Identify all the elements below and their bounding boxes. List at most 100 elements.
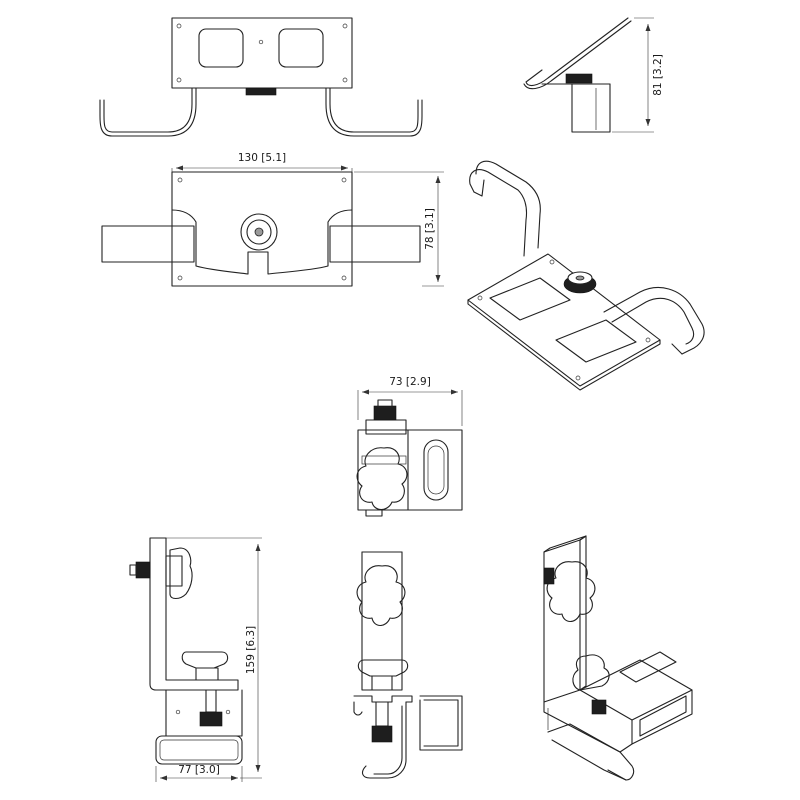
- clamp-knob-neck: [195, 667, 219, 681]
- view-isometric-bottom: [543, 535, 693, 781]
- clamp-pad-inner: [159, 739, 239, 761]
- iso-upright-knurl: [543, 567, 555, 585]
- mount-hole: [341, 177, 347, 183]
- clamp-cap: [365, 419, 407, 435]
- mount-hole: [477, 295, 483, 301]
- front-jaw-left: [353, 701, 363, 716]
- front-screw: [375, 701, 389, 727]
- mount-hole: [176, 77, 182, 83]
- center-hole: [258, 39, 264, 45]
- knob-top-view: [245, 87, 277, 96]
- clamp-screw-knurl: [373, 405, 397, 421]
- hook-profile-inner: [523, 20, 632, 90]
- iso-jaw-bottom: [543, 701, 633, 753]
- hook-right-inner: [325, 87, 423, 137]
- iso-hook-back: [469, 169, 528, 257]
- mount-hole: [176, 23, 182, 29]
- mount-hole: [177, 177, 183, 183]
- iso-plate: [467, 253, 661, 387]
- mount-hole: [549, 259, 555, 265]
- iso-plate-thickness: [467, 299, 661, 391]
- clamp-screw: [205, 689, 217, 713]
- iso-screw-knurl: [591, 699, 607, 715]
- mount-hole: [342, 77, 348, 83]
- clamp-body: [357, 429, 463, 511]
- mount-hole: [341, 275, 347, 281]
- iso-hook-tip: [671, 343, 683, 355]
- knob-screw: [254, 227, 264, 237]
- clamp-slot: [423, 439, 449, 501]
- clamp-foot: [365, 509, 383, 517]
- view-clamp-top: 73 [2.9]: [356, 376, 463, 517]
- iso-hook-front-inner: [611, 297, 695, 345]
- iso-slot: [555, 319, 637, 363]
- iso-slot: [489, 277, 571, 321]
- front-bracket-frame-inner: [423, 699, 459, 747]
- mount-hole: [645, 337, 651, 343]
- bracket-star-knob: [169, 547, 193, 600]
- dim-label-159: 159 [6.3]: [245, 626, 257, 674]
- clamp-screw-head: [377, 399, 393, 408]
- plate-cutout: [171, 209, 353, 275]
- dim-label-73: 73 [2.9]: [389, 376, 431, 388]
- view-isometric-top: [467, 160, 705, 391]
- view-side-top: 81 [3.2]: [523, 17, 664, 133]
- bracket-knurl: [135, 561, 151, 579]
- clamp-knob-stem: [361, 455, 407, 465]
- mount-hole: [177, 275, 183, 281]
- hook-right: [329, 87, 419, 133]
- plate-slot: [278, 28, 324, 68]
- plate-slot: [198, 28, 244, 68]
- front-knob-neck: [371, 675, 393, 691]
- front-star-knob-lower: [357, 659, 409, 677]
- hook-profile: [525, 17, 629, 87]
- view-front-top: [99, 17, 423, 137]
- front-bracket-frame: [419, 695, 463, 751]
- clamp-star-knob: [356, 447, 408, 511]
- knob-side: [565, 73, 593, 84]
- view-front-bottom: [353, 551, 463, 779]
- dim-label-130: 130 [5.1]: [238, 152, 286, 164]
- view-top: 130 [5.1] 78 [3.1]: [101, 152, 444, 287]
- dim-label-78: 78 [3.1]: [424, 208, 436, 250]
- iso-jaw-hook: [547, 723, 635, 781]
- iso-bracket-slot: [619, 651, 677, 683]
- block-side: [571, 83, 611, 133]
- front-star-knob-upper: [356, 565, 406, 627]
- front-jaw-hook: [361, 701, 407, 779]
- iso-hook-lip: [473, 179, 485, 197]
- iso-upright-side: [579, 535, 587, 691]
- knob-ring: [246, 219, 272, 245]
- clamp-pad: [155, 735, 243, 765]
- bracket-screw-end: [129, 564, 137, 576]
- iso-star-knob-lower: [572, 654, 610, 691]
- dim-label-81: 81 [3.2]: [652, 54, 664, 96]
- clamp-slot-inner: [427, 445, 445, 495]
- knob-ring-outer: [240, 213, 278, 251]
- iso-bracket-window: [639, 695, 687, 737]
- iso-hook-back-inner: [475, 160, 541, 249]
- bracket-knob-base: [165, 555, 183, 587]
- bracket-hole: [175, 709, 181, 715]
- iso-knob-screw: [575, 275, 585, 281]
- view-side-bottom: 159 [6.3] 77 [3.0]: [129, 537, 262, 782]
- bar-right: [329, 225, 421, 263]
- front-jaw-top: [353, 695, 413, 703]
- iso-bracket-front: [631, 689, 693, 745]
- iso-jaw-hook-inner: [551, 739, 627, 781]
- clamp-star-knob-side: [181, 651, 229, 669]
- hook-left: [103, 87, 193, 133]
- dim-label-77: 77 [3.0]: [178, 764, 220, 776]
- mount-hole: [342, 23, 348, 29]
- hook-left-inner: [99, 87, 197, 137]
- clamp-screw-knurl-side: [199, 711, 223, 727]
- plate-outline-top: [171, 171, 353, 287]
- front-jaw-hook-inner: [373, 705, 403, 775]
- bar-left: [101, 225, 195, 263]
- mount-hole: [575, 375, 581, 381]
- bracket-hole: [225, 709, 231, 715]
- front-screw-knurl: [371, 725, 393, 743]
- iso-hook-front: [603, 287, 705, 355]
